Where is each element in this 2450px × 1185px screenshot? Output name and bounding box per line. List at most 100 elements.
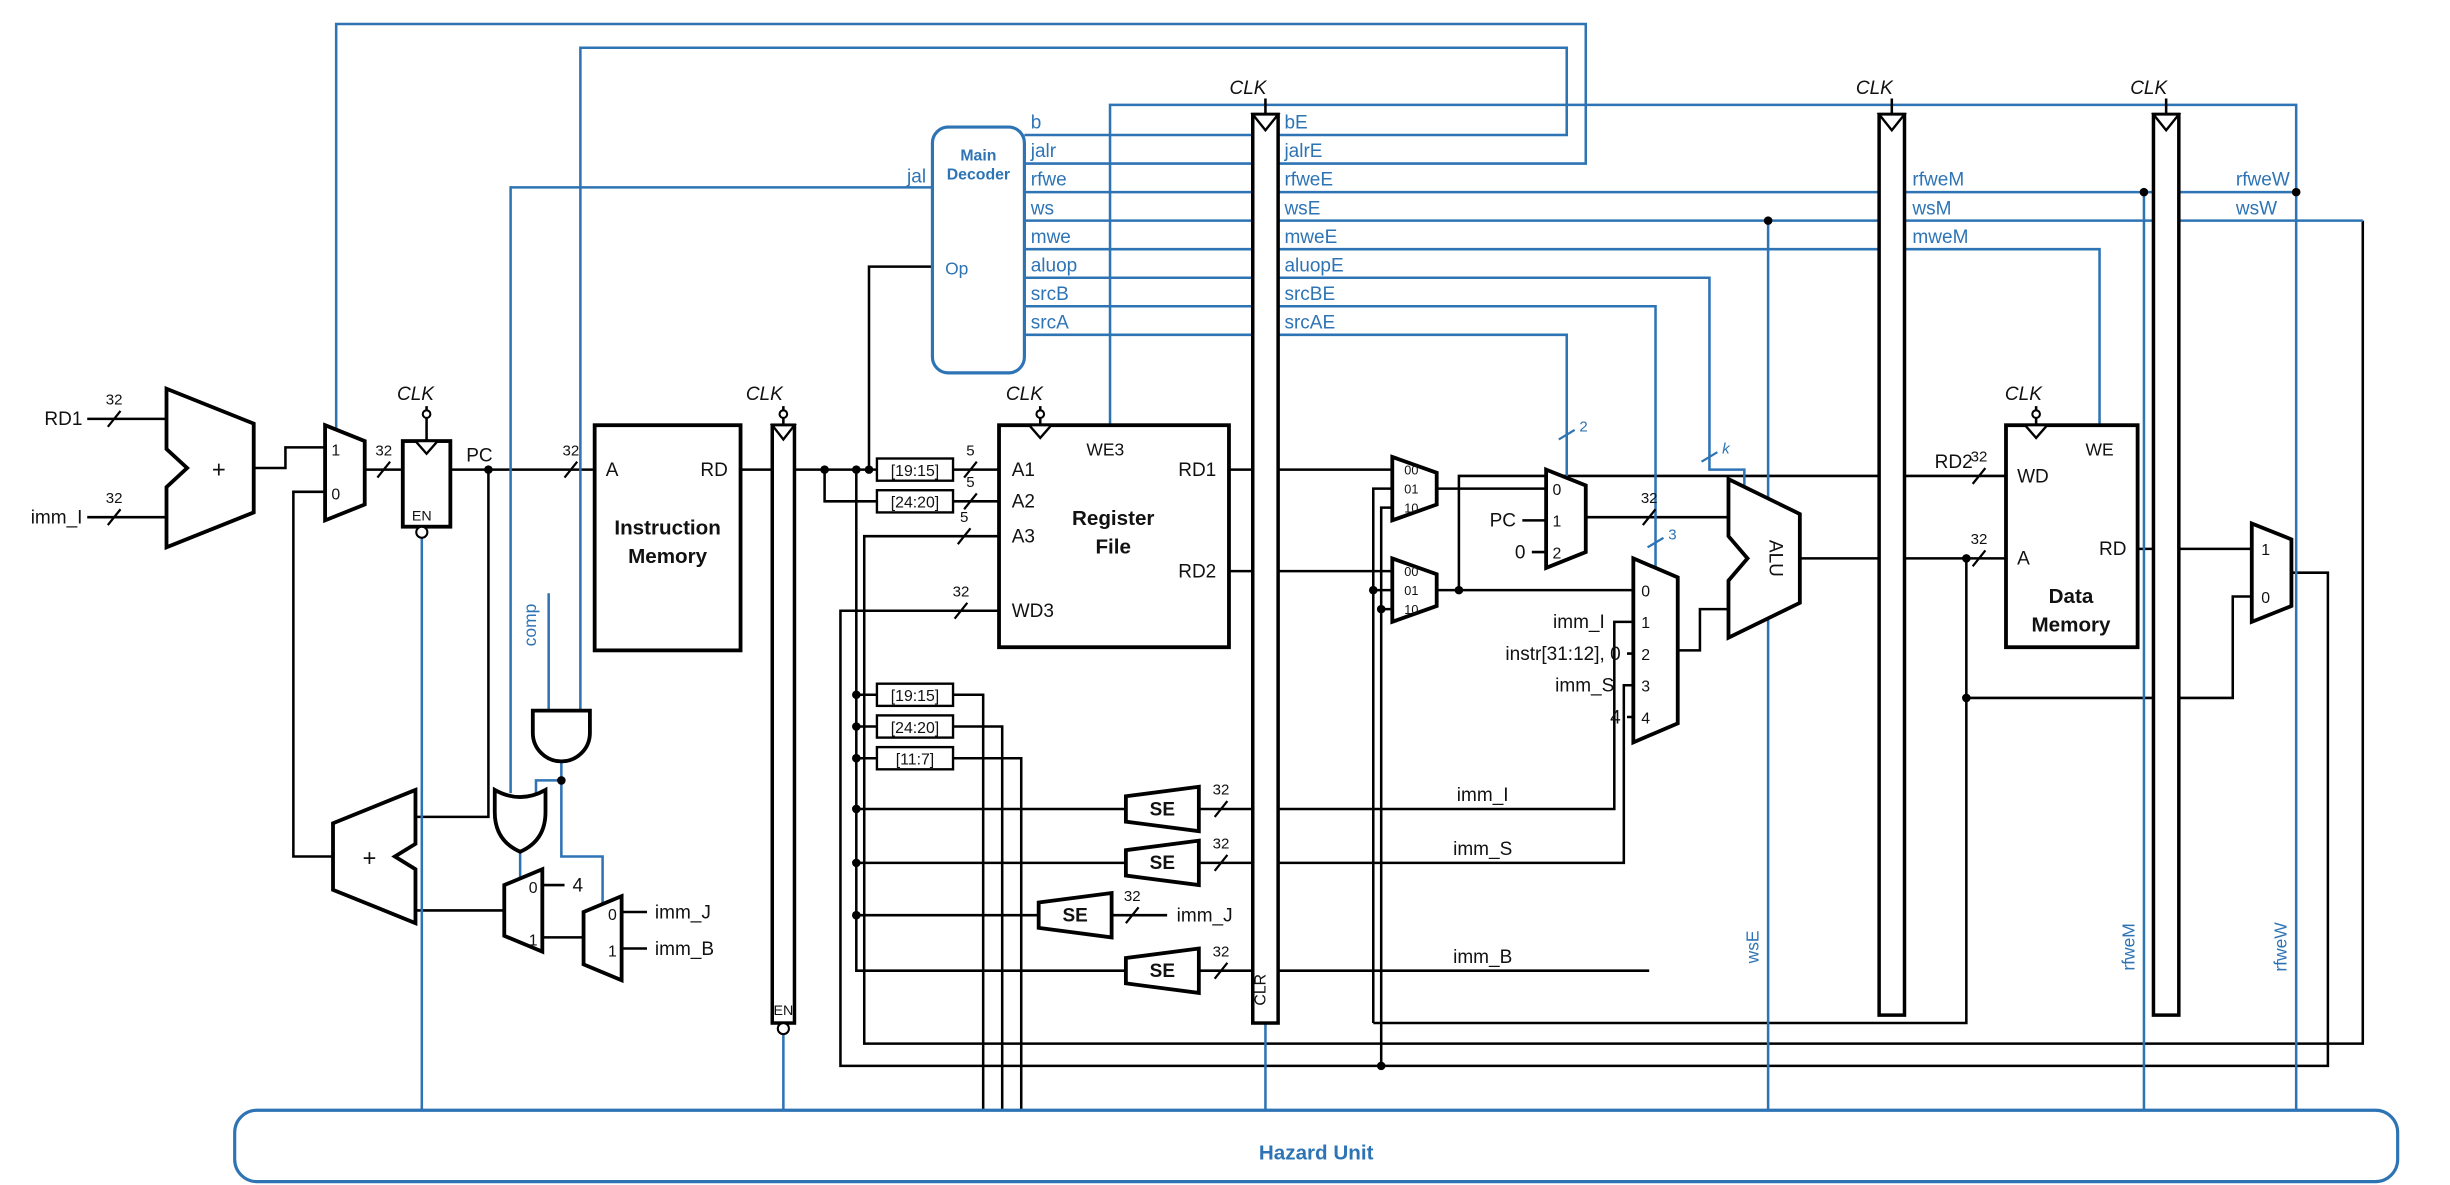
hazard-unit-title: Hazard Unit [1259, 1141, 1374, 1164]
branch-and-gate [530, 708, 592, 764]
pc-source-mux [323, 422, 367, 524]
imem-rd-port: RD [700, 460, 727, 481]
immi-wire-label: imm_I [1457, 785, 1509, 806]
slice-box-24-20-low [875, 714, 955, 739]
enable-bubble-pc [415, 525, 429, 539]
sig-srcb: srcB [1031, 284, 1069, 305]
slice-24-20-low-label: [24:20] [891, 720, 939, 737]
jalr-target-adder [164, 385, 256, 551]
rd2m-wire-label: RD2 [1935, 452, 1973, 473]
fd-enable-label: EN [773, 1003, 793, 1019]
slice-19-15-low-label: [19:15] [891, 688, 939, 705]
branch-target-adder [331, 787, 418, 926]
plus4mux-in1: 1 [529, 932, 538, 949]
width-32: 32 [1213, 943, 1230, 960]
width-32: 32 [1213, 836, 1230, 853]
srca-in0: 0 [1552, 482, 1561, 499]
sign-extend-b [1123, 946, 1201, 996]
regfile-rd1-port: RD1 [1178, 460, 1216, 481]
decoder-op-port: Op [945, 259, 968, 279]
hazard-enable-clear-drops [420, 537, 1267, 1111]
width-32: 32 [562, 442, 579, 459]
srcb-in0: 0 [1641, 583, 1650, 600]
regfile-title-1: Register [1072, 507, 1154, 530]
data-memory-block [2004, 423, 2140, 650]
imem-a-port: A [606, 460, 619, 481]
srcb-mux [1631, 555, 1680, 746]
slice-19-15-top-label: [19:15] [891, 463, 939, 480]
srcb-in2: 2 [1641, 647, 1650, 664]
de-clear-label: CLR [1252, 974, 1269, 1006]
regfile-a2-port: A2 [1012, 492, 1035, 513]
immb-stub-label: imm_B [655, 939, 714, 960]
sign-extend-s [1123, 838, 1201, 888]
dmem-rd-port: RD [2099, 539, 2126, 560]
regfile-a1-port: A1 [1012, 460, 1035, 481]
regfile-wd3-port: WD3 [1012, 601, 1054, 622]
srcb-immi-label: imm_I [1553, 612, 1605, 633]
clock-marks [412, 98, 2182, 1036]
sig-wsE: wsE [1283, 198, 1320, 219]
width-32: 32 [1213, 782, 1230, 799]
control-wires [334, 22, 2363, 1111]
four-stub-label: 4 [572, 875, 583, 896]
imms-wire-label: imm_S [1453, 839, 1512, 860]
sign-extend-i [1123, 784, 1201, 834]
bus-width-slashes [106, 410, 1987, 980]
srcb-in1: 1 [1641, 615, 1650, 632]
register-file-block [997, 423, 1231, 650]
bE-feedback-wire [579, 46, 1568, 711]
clock-node-dmem [2031, 409, 2041, 419]
immb-wire-label: imm_B [1453, 947, 1512, 968]
clk-label-regfile: CLK [1006, 384, 1044, 405]
decode-execute-register [1251, 112, 1280, 1025]
pc-wire-label: PC [466, 446, 493, 467]
slice-box-19-15-low [875, 682, 955, 708]
immj-stub-label: imm_J [655, 902, 711, 923]
width-32: 32 [1971, 531, 1988, 548]
regfile-we3-port: WE3 [1086, 439, 1124, 459]
slice-box-11-7-low [875, 745, 955, 771]
dmem-title-1: Data [2049, 585, 2094, 608]
srcb-four-label: 4 [1610, 707, 1621, 728]
pc-fetch-wires [87, 417, 773, 950]
clk-label-pc: CLK [397, 384, 435, 405]
wsE-vertical-label: wsE [1743, 930, 1763, 964]
comp-label: comp [520, 604, 540, 647]
sig-mweM: mweM [1912, 227, 1968, 248]
immjb-mux [581, 893, 624, 984]
srcb-in4: 4 [1641, 710, 1650, 727]
jalrE-feedback-wire [334, 22, 1588, 430]
dmem-a-port: A [2017, 549, 2030, 570]
execute-stage-rows [1278, 190, 1880, 251]
width-2: 2 [1579, 419, 1587, 436]
jump-or-gate [492, 786, 548, 854]
jal-wire [509, 186, 933, 794]
srcBE-wire [1278, 305, 1657, 568]
width-32: 32 [1971, 449, 1988, 466]
width-5: 5 [966, 474, 974, 491]
rd1-stub-label: RD1 [44, 409, 82, 430]
labels: RD1 imm_I + 1 0 CLK CLK CLK CLK CLK CLK … [31, 78, 2291, 1165]
sig-wsW: wsW [2235, 198, 2277, 219]
branch-adder-plus: + [363, 845, 377, 872]
width-3: 3 [1668, 526, 1676, 543]
dmem-title-2: Memory [2031, 613, 2111, 636]
immj-wire-label: imm_J [1177, 906, 1233, 927]
writeback-wires [839, 220, 2365, 1068]
srca-mux [1544, 466, 1588, 571]
rfweW-vertical-label: rfweW [2271, 922, 2291, 972]
fwda-in01: 01 [1404, 482, 1418, 496]
aluopE-wire [1278, 276, 1746, 488]
sig-rfweE: rfweE [1284, 170, 1333, 191]
resultmux-in1: 1 [2261, 542, 2270, 559]
clock-triangle-dmem [2022, 424, 2050, 440]
se-s-label: SE [1150, 853, 1175, 874]
main-decoder-block [930, 125, 1026, 375]
clock-node-regfile [1035, 409, 1046, 419]
instruction-memory-block [592, 423, 743, 653]
fwda-in00: 00 [1404, 463, 1418, 477]
width-32: 32 [106, 392, 123, 409]
sig-jalr: jalr [1030, 141, 1057, 162]
